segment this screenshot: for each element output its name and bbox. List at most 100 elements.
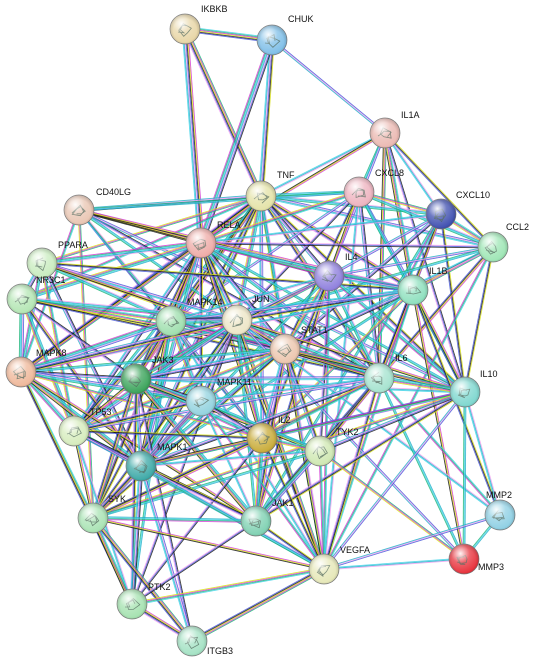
- node-mapk1[interactable]: MAPK1: [125, 442, 188, 482]
- node-highlight: [186, 386, 216, 416]
- node-label: CXCL10: [456, 190, 490, 200]
- edge-line: [318, 451, 324, 570]
- edge-line: [200, 243, 493, 249]
- edge-ccl2-il6: [377, 245, 495, 380]
- node-vegfa[interactable]: VEGFA: [308, 545, 370, 585]
- edge-line: [323, 514, 501, 570]
- node-cxcl10[interactable]: CXCL10: [425, 190, 490, 230]
- node-highlight: [305, 436, 335, 466]
- edge-line: [140, 436, 262, 466]
- node-label: IL1B: [429, 266, 448, 276]
- node-highlight: [59, 416, 89, 446]
- edge-line: [262, 40, 275, 197]
- node-itgb3[interactable]: ITGB3: [176, 625, 233, 657]
- edge-line: [131, 520, 257, 605]
- edge-line: [201, 214, 442, 245]
- node-ppara[interactable]: PPARA: [26, 240, 88, 279]
- node-mmp3[interactable]: MMP3: [448, 543, 504, 575]
- node-label: RELA: [217, 220, 241, 230]
- node-cxcl8[interactable]: CXCL8: [343, 168, 404, 208]
- edge-line: [91, 518, 191, 643]
- edge-line: [260, 190, 359, 196]
- edge-rela-ppara: [41, 240, 202, 266]
- node-tp53[interactable]: TP53: [58, 407, 112, 447]
- edge-line: [140, 377, 379, 466]
- node-highlight: [450, 377, 480, 407]
- node-jak1[interactable]: JAK1: [240, 498, 294, 537]
- node-il2[interactable]: IL2: [246, 415, 291, 454]
- edge-line: [201, 400, 326, 569]
- edge-line: [92, 347, 285, 518]
- node-syk[interactable]: SYK: [77, 494, 126, 534]
- node-ikbkb[interactable]: IKBKB: [169, 4, 228, 45]
- edge-il6-mapk11: [200, 376, 380, 403]
- edge-line: [78, 209, 94, 519]
- edge-line: [74, 401, 202, 433]
- edge-line: [378, 377, 501, 516]
- edge-line: [21, 298, 137, 380]
- edge-rela-il4: [200, 241, 330, 278]
- node-highlight: [257, 25, 287, 55]
- node-mapk8[interactable]: MAPK8: [5, 348, 67, 388]
- edge-line: [255, 450, 321, 522]
- edge-line: [182, 29, 200, 244]
- node-highlight: [7, 284, 37, 314]
- edge-mapk1-ptk2: [129, 465, 144, 605]
- edge-line: [323, 558, 465, 570]
- node-label: MAPK8: [36, 348, 67, 358]
- edge-line: [256, 451, 322, 522]
- edge-vegfa-ptk2: [131, 567, 325, 606]
- node-chuk[interactable]: CHUK: [256, 14, 314, 56]
- edge-line: [140, 449, 320, 466]
- edge-line: [21, 194, 261, 299]
- node-il6[interactable]: IL6: [363, 353, 408, 394]
- node-stat1[interactable]: STAT1: [269, 325, 328, 365]
- node-nr3c1[interactable]: NR3C1: [6, 275, 66, 315]
- node-label: VEGFA: [340, 545, 370, 555]
- node-mapk14[interactable]: MAPK14: [155, 297, 223, 337]
- node-jun[interactable]: JUN: [221, 294, 270, 336]
- node-tnf[interactable]: TNF: [245, 170, 295, 212]
- node-tyk2[interactable]: TYK2: [304, 427, 359, 467]
- node-il1a[interactable]: IL1A: [369, 110, 420, 149]
- edge-line: [21, 263, 44, 373]
- edge-line: [93, 516, 325, 569]
- edge-line: [200, 190, 359, 243]
- node-il1b[interactable]: IL1B: [397, 266, 448, 306]
- edge-line: [170, 274, 329, 321]
- node-label: CCL2: [506, 222, 529, 232]
- edge-line: [141, 243, 203, 467]
- edge-line: [237, 192, 361, 321]
- node-label: MAPK14: [187, 297, 223, 307]
- node-il10[interactable]: IL10: [449, 369, 498, 408]
- edge-line: [257, 451, 322, 523]
- edge-line: [199, 401, 256, 522]
- edge-line: [132, 569, 325, 606]
- edge-line: [132, 569, 325, 605]
- node-ptk2[interactable]: PTK2: [116, 582, 171, 620]
- edge-line: [254, 450, 320, 521]
- edge-jak3-syk: [90, 378, 139, 519]
- edge-line: [258, 39, 271, 196]
- node-mmp2[interactable]: MMP2: [484, 490, 516, 531]
- node-highlight: [177, 626, 207, 656]
- edge-line: [20, 348, 286, 373]
- edge-line: [378, 377, 465, 560]
- node-il4[interactable]: IL4: [313, 252, 358, 292]
- node-mapk11[interactable]: MAPK11: [185, 377, 252, 417]
- edge-line: [73, 399, 201, 431]
- node-jak3[interactable]: JAK3: [120, 355, 174, 395]
- node-cd40lg[interactable]: CD40LG: [63, 187, 131, 226]
- node-label: CD40LG: [96, 187, 131, 197]
- node-rela[interactable]: RELA: [185, 220, 241, 259]
- edge-line: [136, 377, 466, 392]
- edge-line: [136, 378, 257, 521]
- node-label: NR3C1: [36, 275, 66, 285]
- edge-line: [130, 465, 141, 604]
- edge-line: [379, 132, 386, 379]
- edge-line: [284, 349, 379, 380]
- node-ccl2[interactable]: CCL2: [477, 222, 529, 263]
- edge-line: [284, 288, 413, 349]
- node-label: CHUK: [288, 14, 314, 24]
- edge-layer: [18, 26, 502, 644]
